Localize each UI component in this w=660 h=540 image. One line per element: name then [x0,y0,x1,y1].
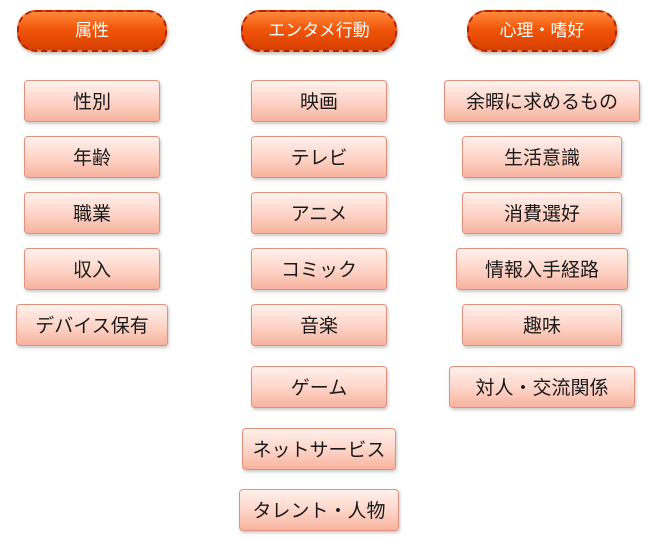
item-music: 音楽 [251,304,387,346]
item-net-services: ネットサービス [242,428,396,470]
item-device-ownership: デバイス保有 [16,304,168,346]
item-info-channels: 情報入手経路 [456,248,628,290]
item-income: 収入 [24,248,160,290]
column-header-attributes: 属性 [17,10,167,52]
column-header-psychology: 心理・嗜好 [467,10,617,52]
item-relationships: 対人・交流関係 [449,366,635,408]
item-tv: テレビ [251,136,387,178]
item-games: ゲーム [251,366,387,408]
item-hobbies: 趣味 [462,304,622,346]
item-age: 年齢 [24,136,160,178]
item-life-awareness: 生活意識 [462,136,622,178]
item-talent-people: タレント・人物 [239,489,399,531]
item-comics: コミック [251,248,387,290]
item-anime: アニメ [251,192,387,234]
item-leisure-wants: 余暇に求めるもの [444,80,640,122]
item-consumption-preference: 消費選好 [462,192,622,234]
column-header-entertainment: エンタメ行動 [241,10,397,52]
item-gender: 性別 [24,80,160,122]
item-movies: 映画 [251,80,387,122]
item-occupation: 職業 [24,192,160,234]
